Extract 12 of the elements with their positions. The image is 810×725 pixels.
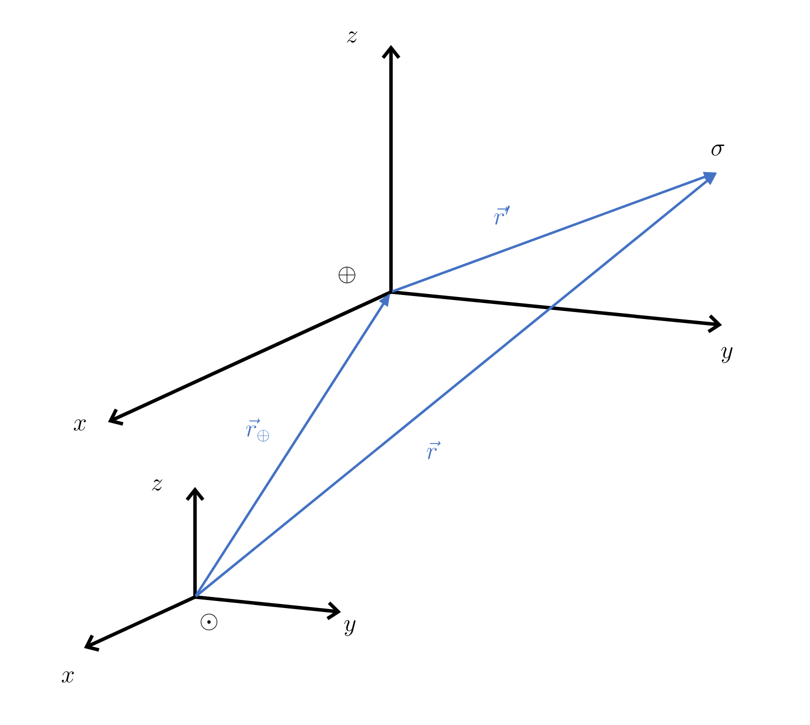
vector-label: $\vec{r}'$ [494,206,510,225]
axis-label: $z$ [346,31,358,43]
axis-label: $y$ [721,346,733,364]
point-label: $\odot$ [200,614,218,630]
vector-label: $\vec{r}$ [426,441,441,460]
axis-label: $y$ [344,620,356,636]
axis-label: $z$ [152,479,162,491]
vector-label: $\vec{r}_{\oplus}$ [246,418,269,442]
point-label: $\sigma$ [712,144,724,156]
axis-label: $x$ [62,671,74,683]
axis-label: $x$ [74,419,86,431]
point-label: $\oplus$ [338,266,356,284]
